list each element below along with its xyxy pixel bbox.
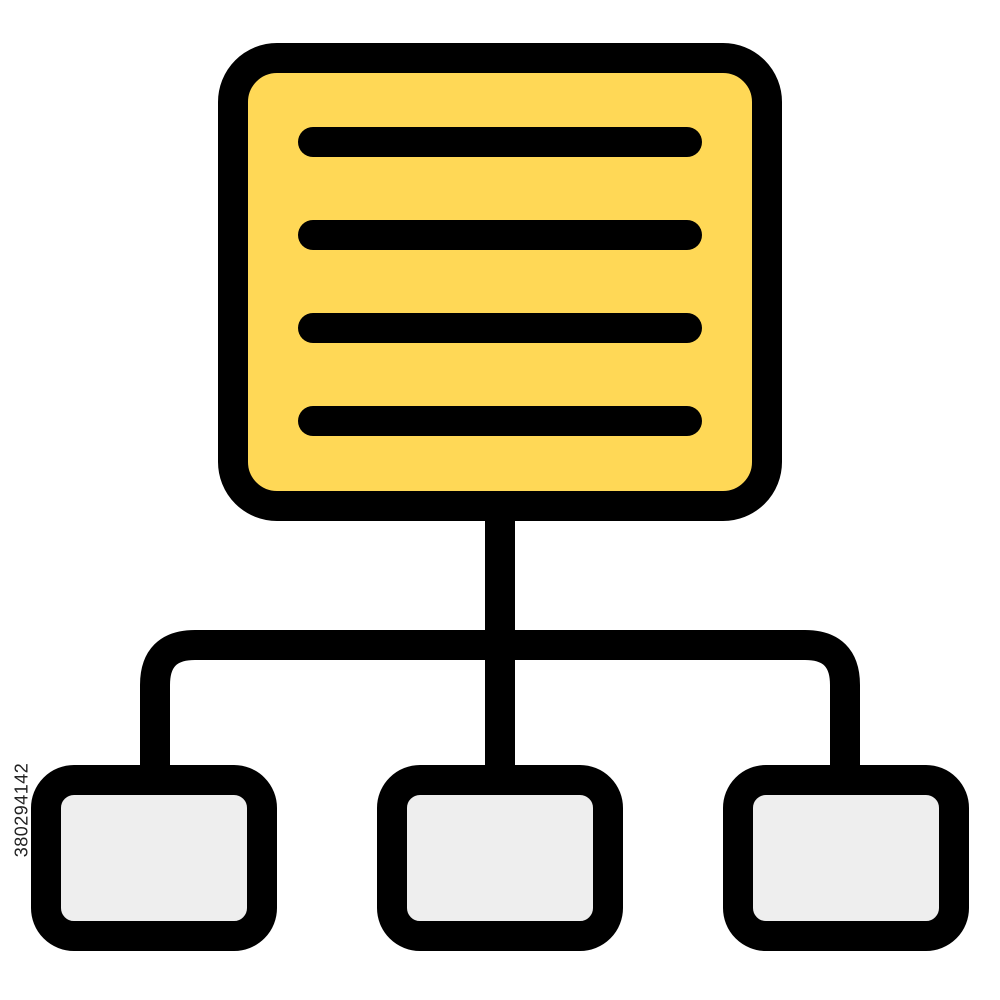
child-box-center xyxy=(377,765,623,951)
child-box-left xyxy=(31,765,277,951)
child-box-right xyxy=(723,765,969,951)
branch-line xyxy=(140,630,860,790)
connector-lines xyxy=(140,490,860,790)
document-lines xyxy=(298,127,702,436)
parent-document-box xyxy=(218,43,782,521)
